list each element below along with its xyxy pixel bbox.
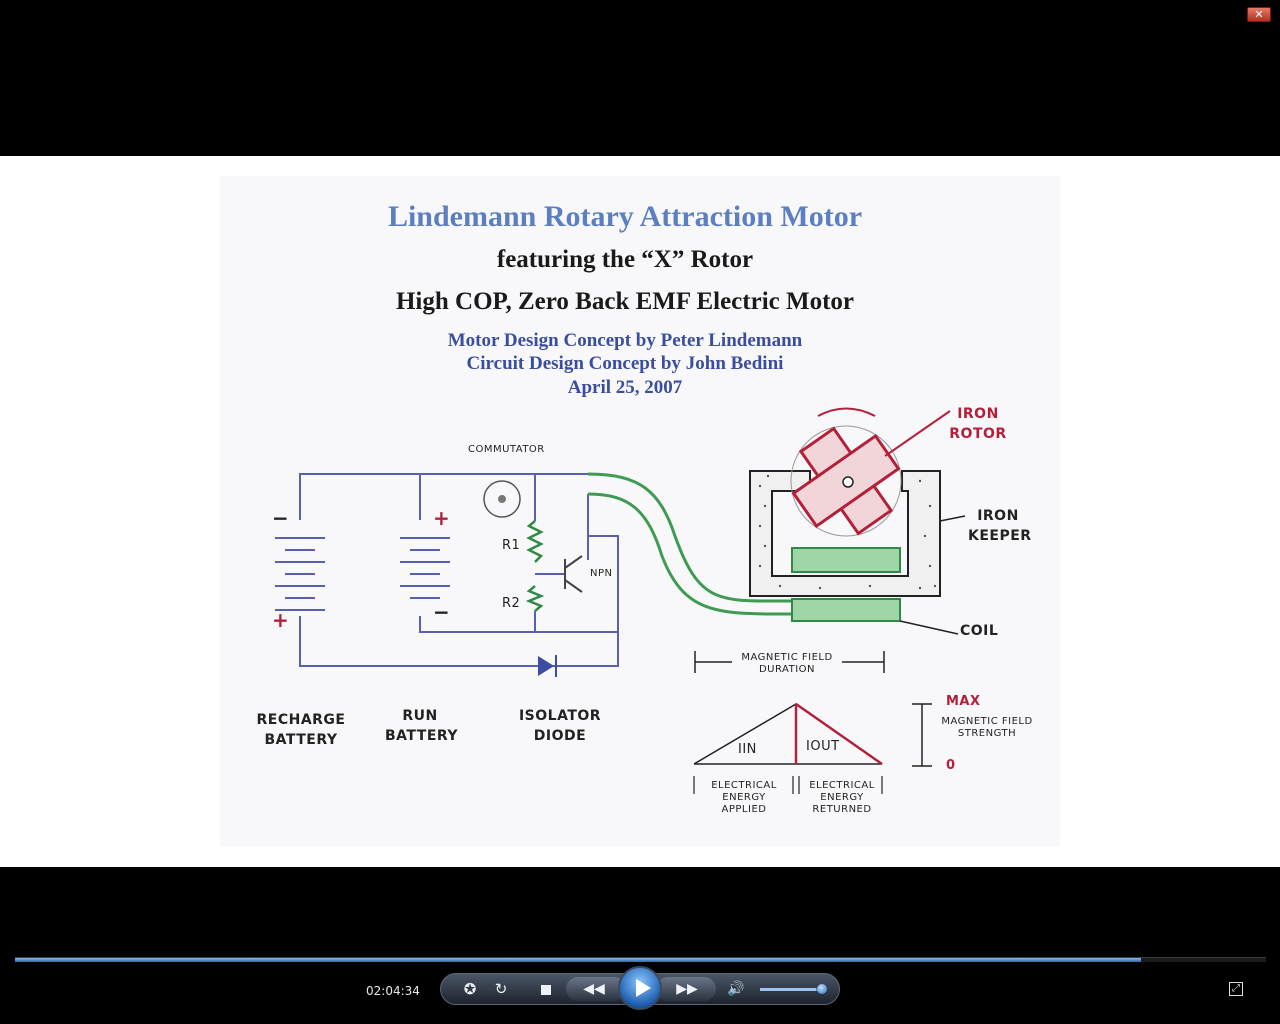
slide-image: Lindemann Rotary Attraction Motor featur…	[220, 176, 1060, 846]
run-plus-label: +	[433, 506, 451, 530]
r2-label: R2	[502, 596, 521, 611]
recharge-plus-label: +	[272, 608, 290, 632]
video-area[interactable]: Lindemann Rotary Attraction Motor featur…	[0, 156, 1280, 867]
slide-credit-1: Motor Design Concept by Peter Lindemann	[447, 330, 803, 351]
recharge-minus-label: −	[272, 506, 290, 530]
stop-icon[interactable]	[536, 977, 556, 1001]
previous-button[interactable]: ◀◀	[566, 977, 626, 1001]
volume-level	[760, 988, 817, 991]
run-minus-label: −	[433, 600, 451, 624]
play-button[interactable]	[618, 966, 662, 1010]
slide-subtitle-2: High COP, Zero Back EMF Electric Motor	[395, 288, 855, 315]
run-battery-label: RUN BATTERY	[385, 708, 459, 744]
npn-label: NPN	[590, 568, 613, 579]
iron-keeper-label: IRON KEEPER	[968, 508, 1032, 544]
field-strength-label: MAGNETIC FIELD STRENGTH	[941, 716, 1033, 739]
close-button[interactable]: ✕	[1247, 7, 1271, 22]
i-in-label: IIN	[738, 742, 757, 757]
energy-returned-label: ELECTRICAL ENERGY RETURNED	[809, 780, 875, 815]
previous-icon: ◀◀	[583, 981, 605, 997]
slide-subtitle-1: featuring the “X” Rotor	[496, 246, 754, 273]
repeat-icon[interactable]: ↻	[494, 980, 508, 998]
slide-date: April 25, 2007	[567, 377, 683, 398]
max-label: MAX	[946, 694, 981, 709]
seek-bar[interactable]	[15, 957, 1266, 962]
fullscreen-icon[interactable]: ⤢	[1229, 982, 1243, 996]
r1-label: R1	[502, 538, 521, 553]
i-out-label: IOUT	[806, 739, 840, 754]
volume-slider[interactable]	[760, 988, 824, 991]
next-button[interactable]: ▶▶	[656, 977, 716, 1001]
recharge-battery-label: RECHARGE BATTERY	[256, 712, 346, 748]
switch-to-library-icon[interactable]: ✪	[463, 980, 477, 998]
stop-square	[541, 984, 551, 995]
zero-label: 0	[946, 758, 956, 773]
elapsed-time: 02:04:34	[366, 984, 420, 998]
slide-credit-2: Circuit Design Concept by John Bedini	[466, 353, 784, 374]
coil-label: COIL	[960, 623, 999, 639]
volume-knob[interactable]	[817, 984, 827, 994]
volume-icon[interactable]: 🔊	[727, 981, 745, 997]
energy-applied-label: ELECTRICAL ENERGY APPLIED	[711, 780, 777, 815]
slide-title: Lindemann Rotary Attraction Motor	[387, 200, 863, 233]
isolator-diode-label: ISOLATOR DIODE	[518, 708, 602, 744]
magnetic-field-duration-label: MAGNETIC FIELD DURATION	[732, 652, 842, 676]
commutator-label: COMMUTATOR	[468, 444, 545, 455]
iron-rotor-label: IRON ROTOR	[949, 406, 1007, 442]
next-icon: ▶▶	[676, 981, 698, 997]
circuit-diagram	[275, 407, 966, 794]
seek-progress	[15, 958, 1141, 962]
